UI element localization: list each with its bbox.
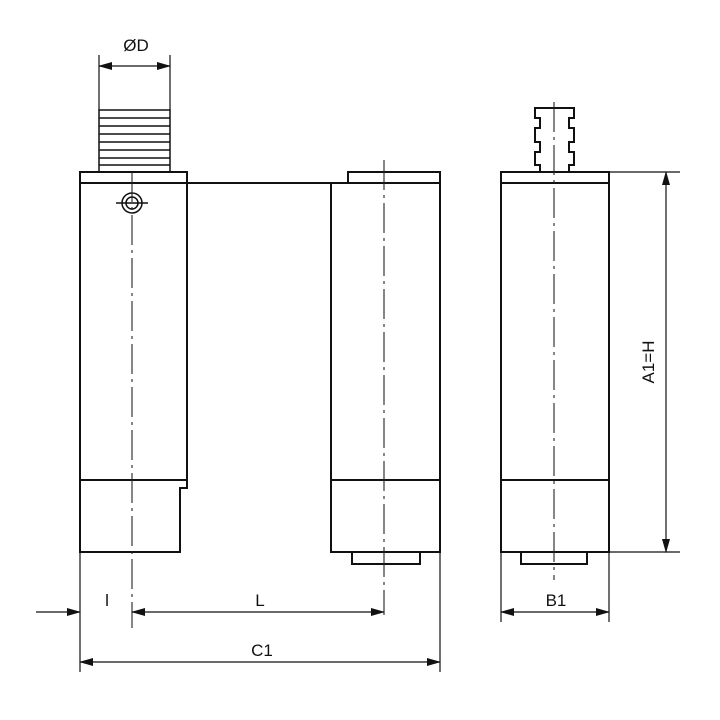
dimension-diameter: ØD [98,36,171,110]
label-total-length: C1 [251,641,273,660]
label-diameter: ØD [123,36,149,55]
label-L: L [255,591,264,610]
dimension-width: B1 [500,552,610,622]
label-width: B1 [546,591,567,610]
dimension-l-and-L: l L [36,552,441,672]
left-block [79,171,188,553]
right-block [330,171,441,565]
dimension-total-length: C1 [79,641,441,666]
dimension-height: A1=H [609,171,680,553]
connector-plug [98,109,171,173]
label-height: A1=H [639,341,658,384]
label-l: l [105,591,109,610]
center-lines [131,102,555,628]
side-view [500,107,610,565]
